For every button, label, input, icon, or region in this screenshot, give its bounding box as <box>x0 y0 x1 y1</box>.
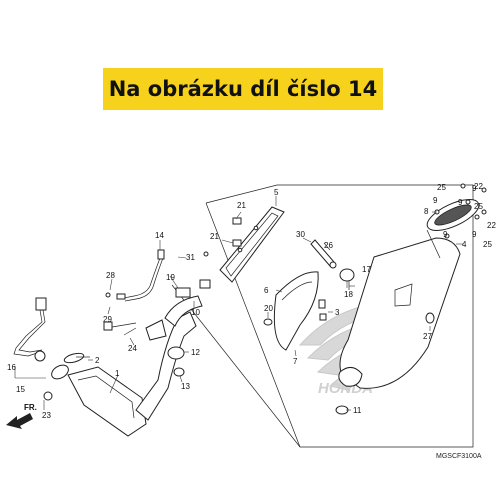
label-part-20: 20 <box>264 304 273 313</box>
label-part-2: 2 <box>95 356 100 365</box>
label-part-28: 28 <box>106 271 115 280</box>
part-labels: 1 2 3 4 5 6 7 8 9 9 9 9 9 10 11 12 13 14… <box>7 182 496 420</box>
label-part-24: 24 <box>128 344 137 353</box>
leader-lines <box>14 196 463 411</box>
fr-label: FR. <box>24 403 37 412</box>
label-part-29: 29 <box>103 315 112 324</box>
side-protector-part <box>273 271 319 351</box>
label-part-19: 19 <box>166 273 175 282</box>
label-part-3: 3 <box>335 308 340 317</box>
label-part-25c: 25 <box>483 240 492 249</box>
label-part-21a: 21 <box>237 201 246 210</box>
label-part-7: 7 <box>293 357 298 366</box>
label-part-16: 16 <box>7 363 16 372</box>
label-part-9b: 9 <box>458 198 463 207</box>
front-direction-arrow: FR. <box>6 403 37 429</box>
label-part-25a: 25 <box>437 183 446 192</box>
label-part-12: 12 <box>191 348 200 357</box>
label-part-22b: 22 <box>487 221 496 230</box>
label-part-27: 27 <box>423 332 432 341</box>
label-part-17: 17 <box>362 265 371 274</box>
label-part-18: 18 <box>344 290 353 299</box>
label-part-1: 1 <box>115 369 120 378</box>
heat-protector-part <box>219 206 285 283</box>
label-part-15: 15 <box>16 385 25 394</box>
diagram-code: MGSCF3100A <box>436 453 482 460</box>
fasteners <box>43 183 487 415</box>
label-part-8: 8 <box>424 207 429 216</box>
label-part-9c: 9 <box>433 196 438 205</box>
label-part-6: 6 <box>264 286 269 295</box>
label-part-5: 5 <box>274 188 279 197</box>
label-part-11: 11 <box>353 406 362 415</box>
label-part-23: 23 <box>42 411 51 420</box>
label-part-13: 13 <box>181 382 190 391</box>
exhaust-pipe-part <box>51 295 203 437</box>
label-part-9a: 9 <box>472 184 477 193</box>
label-part-9e: 9 <box>472 230 477 239</box>
label-part-10: 10 <box>191 308 200 317</box>
muffler-part <box>338 199 480 389</box>
label-part-9d: 9 <box>443 230 448 239</box>
banner-text: Na obrázku díl číslo 14 <box>108 77 378 101</box>
label-part-22a: 22 <box>474 182 483 191</box>
label-part-26: 26 <box>324 241 333 250</box>
lower-sensor-part <box>13 297 47 362</box>
label-part-4: 4 <box>462 240 467 249</box>
o2-sensor-part <box>116 249 165 302</box>
label-part-21b: 21 <box>210 232 219 241</box>
label-part-31: 31 <box>186 253 195 262</box>
assembly-outline <box>171 184 474 448</box>
label-part-30: 30 <box>296 230 305 239</box>
label-part-25b: 25 <box>474 202 483 211</box>
highlight-banner: Na obrázku díl číslo 14 <box>103 68 383 110</box>
label-part-14: 14 <box>155 231 164 240</box>
